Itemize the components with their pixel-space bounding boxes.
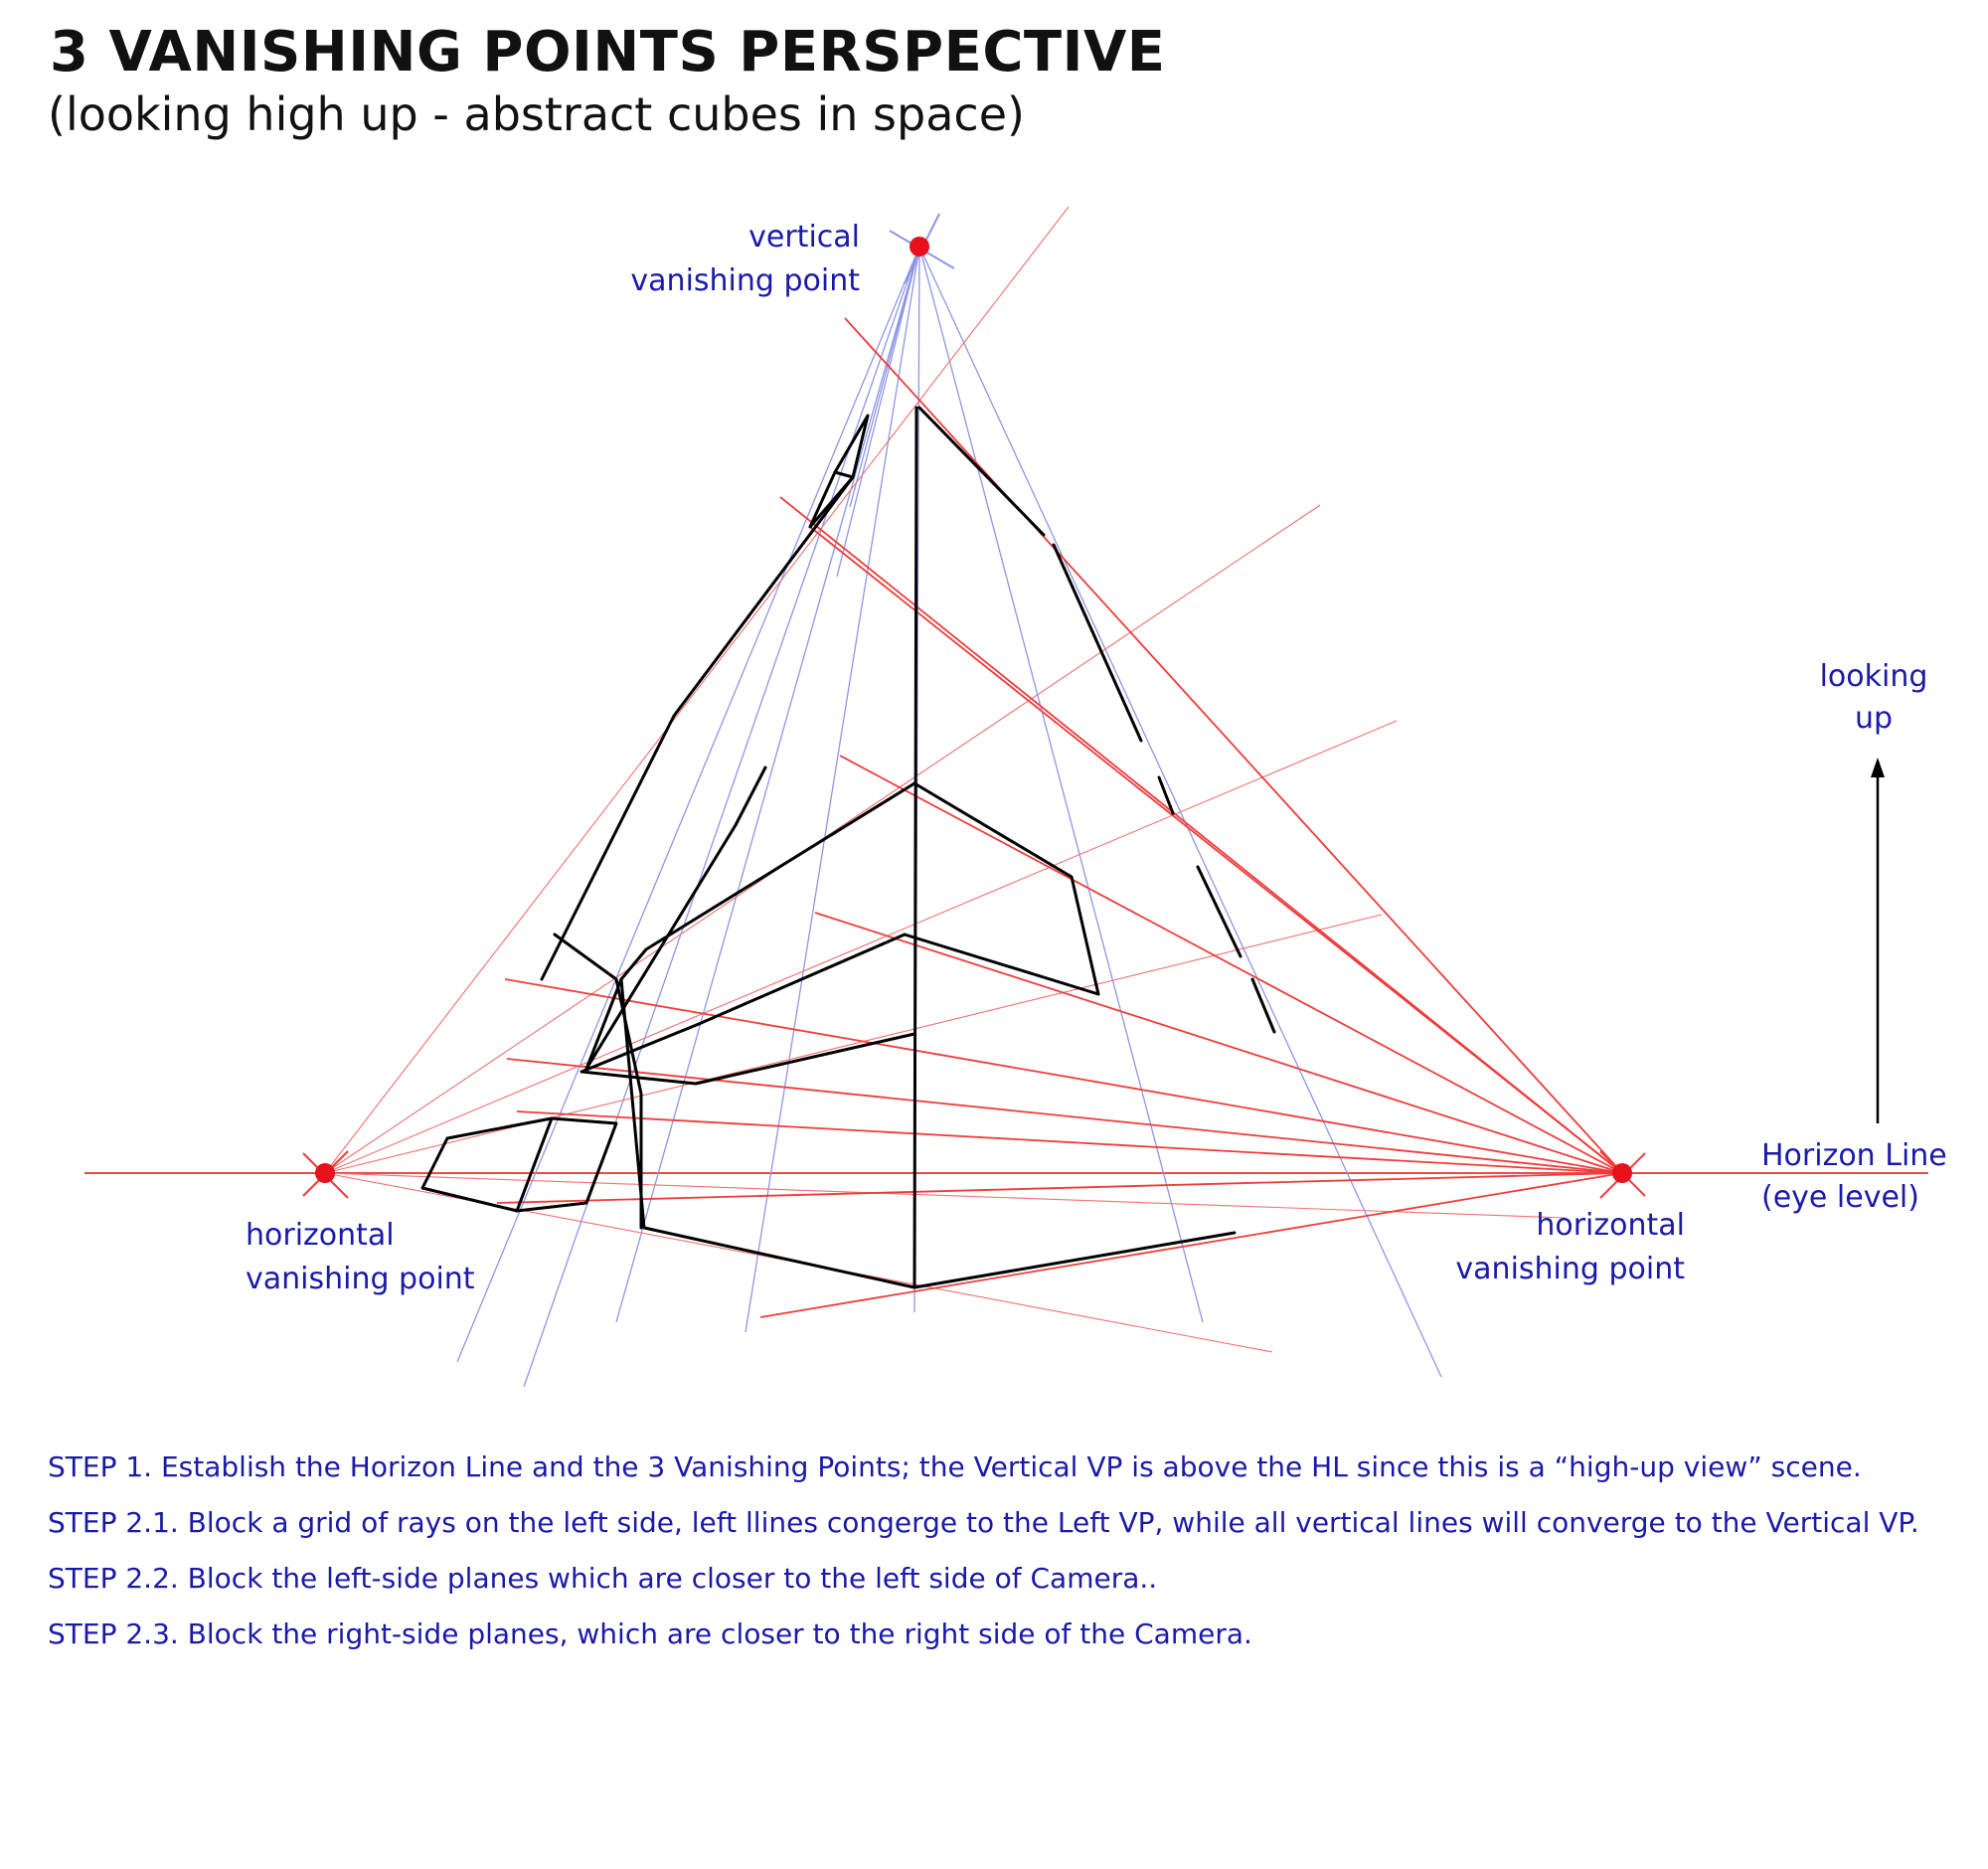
right-vanishing-point xyxy=(1599,1150,1646,1199)
left-vanishing-point xyxy=(302,1150,349,1199)
left-vp-label-line1: horizontal xyxy=(246,1218,395,1253)
right-vp-label-line2: vanishing point xyxy=(1455,1252,1685,1286)
looking-up-label-line1: looking xyxy=(1820,659,1928,694)
looking-up-label-line2: up xyxy=(1855,701,1893,736)
step-2-3: STEP 2.3. Block the right-side planes, w… xyxy=(48,1617,1252,1650)
cube-outlines xyxy=(420,406,1276,1289)
step-2-1: STEP 2.1. Block a grid of rays on the le… xyxy=(48,1506,1919,1539)
right-vp-label-line1: horizontal xyxy=(1536,1208,1685,1243)
steps-list: STEP 1. Establish the Horizon Line and t… xyxy=(48,1440,1919,1662)
step-2-2: STEP 2.2. Block the left-side planes whi… xyxy=(48,1562,1158,1595)
page-title: 3 VANISHING POINTS PERSPECTIVE xyxy=(50,20,1166,85)
page-subtitle: (looking high up - abstract cubes in spa… xyxy=(48,87,1025,141)
vertical-vanishing-point xyxy=(889,213,955,284)
horizon-line-label-line2: (eye level) xyxy=(1761,1180,1919,1215)
looking-up-arrow xyxy=(1871,758,1885,1123)
horizon-line-label-line1: Horizon Line xyxy=(1761,1138,1947,1173)
vertical-vp-label-line2: vanishing point xyxy=(630,263,860,298)
vertical-vp-label-line1: vertical xyxy=(748,220,860,255)
right-vp-rays xyxy=(496,317,1623,1318)
vertical-rays xyxy=(456,246,1442,1388)
step-1: STEP 1. Establish the Horizon Line and t… xyxy=(48,1450,1862,1483)
left-vp-label-line2: vanishing point xyxy=(246,1262,475,1296)
